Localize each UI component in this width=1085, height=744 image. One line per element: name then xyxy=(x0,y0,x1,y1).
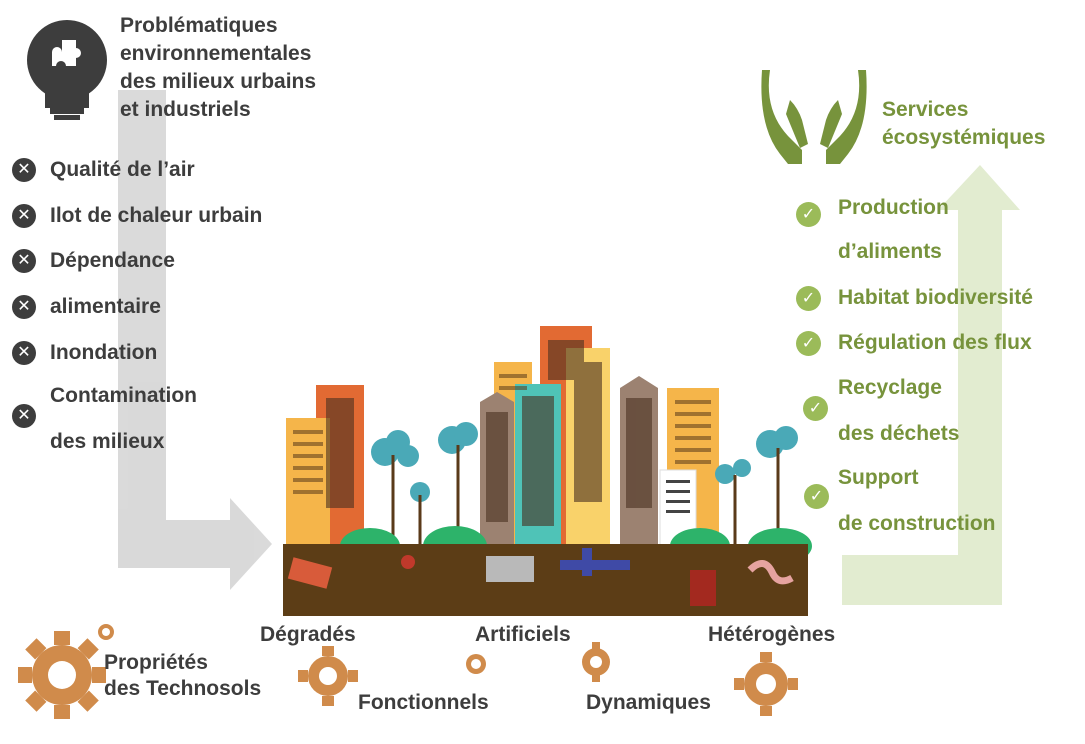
services-title-line: Services xyxy=(882,98,969,121)
problems-title: Problématiques environnementales des mil… xyxy=(120,12,316,124)
x-circle-icon: ✕ xyxy=(12,249,36,273)
service-label: Régulation des flux xyxy=(838,331,1032,354)
x-circle-icon: ✕ xyxy=(12,295,36,319)
technosols-title: Propriétés des Technosols xyxy=(104,650,261,702)
service-label-line2: des déchets xyxy=(838,422,960,445)
x-circle-icon: ✕ xyxy=(12,158,36,182)
property-artificiels: Artificiels xyxy=(475,623,571,646)
gear-icon xyxy=(18,624,798,719)
problem-label: Ilot de chaleur urbain xyxy=(50,204,263,227)
property-heterogenes: Hétérogènes xyxy=(708,623,836,646)
service-label: Recyclage xyxy=(838,376,942,399)
x-circle-icon: ✕ xyxy=(12,404,36,428)
services-title: Services écosystémiques xyxy=(882,96,1045,152)
soil-layer xyxy=(283,544,808,616)
technosols-title-line: Propriétés xyxy=(104,651,208,674)
green-flow-arrow xyxy=(842,165,1020,605)
check-circle-icon: ✓ xyxy=(803,396,828,421)
service-label-line2: de construction xyxy=(838,512,996,535)
problems-title-line: environnementales xyxy=(120,42,312,65)
service-label-line2: d’aliments xyxy=(838,240,942,263)
lightbulb-puzzle-icon xyxy=(27,20,107,120)
city-illustration xyxy=(286,326,812,566)
problem-label: Contamination xyxy=(50,384,197,407)
problem-label: Dépendance xyxy=(50,249,175,272)
problem-label: Qualité de l’air xyxy=(50,158,195,181)
problem-label: Inondation xyxy=(50,341,158,364)
x-circle-icon: ✕ xyxy=(12,341,36,365)
x-circle-icon: ✕ xyxy=(12,204,36,228)
problem-label-line2: des milieux xyxy=(50,430,165,453)
problems-title-line: Problématiques xyxy=(120,14,278,37)
problems-title-line: des milieux urbains xyxy=(120,70,317,93)
check-circle-icon: ✓ xyxy=(804,484,829,509)
gray-flow-arrow xyxy=(118,90,272,590)
technosols-title-line: des Technosols xyxy=(104,677,262,700)
property-degrades: Dégradés xyxy=(260,623,356,646)
service-label: Production xyxy=(838,196,949,219)
services-title-line: écosystémiques xyxy=(882,126,1046,149)
check-circle-icon: ✓ xyxy=(796,331,821,356)
check-circle-icon: ✓ xyxy=(796,286,821,311)
service-label: Support xyxy=(838,466,919,489)
property-fonctionnels: Fonctionnels xyxy=(358,691,489,714)
problem-label: alimentaire xyxy=(50,295,161,318)
hands-icon xyxy=(761,70,867,164)
check-circle-icon: ✓ xyxy=(796,202,821,227)
property-dynamiques: Dynamiques xyxy=(586,691,711,714)
problems-title-line: et industriels xyxy=(120,98,251,121)
service-label: Habitat biodiversité xyxy=(838,286,1033,309)
